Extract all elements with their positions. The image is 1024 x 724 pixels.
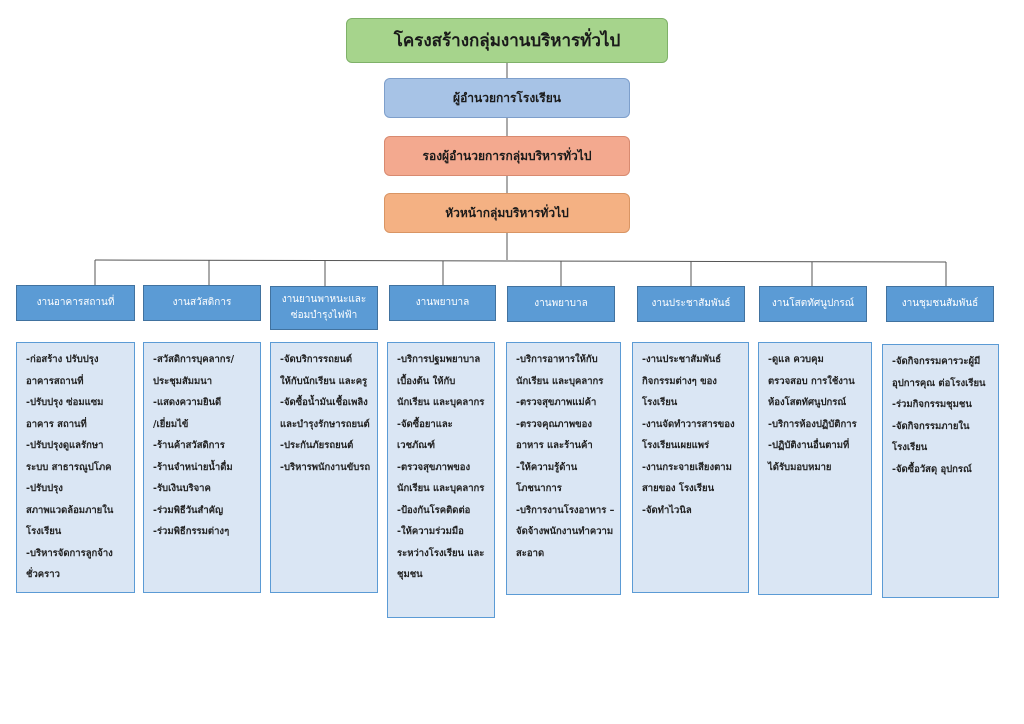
- task-item: สายของ โรงเรียน: [642, 483, 715, 494]
- chart-title: โครงสร้างกลุ่มงานบริหารทั่วไป: [346, 18, 668, 63]
- task-item: -จัดซื้อน้ำมันเชื้อเพลิง: [280, 397, 368, 408]
- dept-welfare: งานสวัสดิการ: [143, 285, 261, 321]
- task-item: โรงเรียน: [892, 442, 928, 453]
- task-item: ชั่วคราว: [26, 569, 60, 580]
- task-item: จัดจ้างพนักงานทำความ: [516, 526, 614, 537]
- task-item: -ร่วมพิธีกรรมต่างๆ: [153, 526, 230, 537]
- task-item: -งานประชาสัมพันธ์: [642, 354, 722, 365]
- tasks-building: -ก่อสร้าง ปรับปรุง อาคารสถานที่ -ปรับปรุ…: [16, 342, 135, 593]
- task-item: นักเรียน และบุคลากร: [397, 397, 485, 408]
- task-item: ตรวจสอบ การใช้งาน: [768, 375, 855, 387]
- task-item: อาคารสถานที่: [26, 375, 84, 387]
- task-item: ให้กับนักเรียน และครู: [280, 375, 368, 387]
- task-item: -ดูแล ควบคุม: [768, 354, 824, 365]
- task-item: -ร้านค้าสวัสดิการ: [153, 440, 225, 451]
- dept-vehicles: งานยานพาหนะและ ซ่อมบำรุงไฟฟ้า: [270, 286, 378, 330]
- task-item: กิจกรรมต่างๆ ของ: [642, 375, 717, 387]
- task-item: โรงเรียน: [26, 526, 62, 537]
- deputy-director-node: รองผู้อำนวยการกลุ่มบริหารทั่วไป: [384, 136, 630, 176]
- task-item: อาหาร และร้านค้า: [516, 440, 593, 451]
- task-item: โรงเรียน: [642, 397, 678, 408]
- task-item: -ตรวจสุขภาพของ: [397, 461, 471, 473]
- dept-audiovisual: งานโสตทัศนูปกรณ์: [759, 286, 867, 322]
- dept-public-relations: งานประชาสัมพันธ์: [637, 286, 745, 322]
- task-item: นักเรียน และบุคลากร: [397, 483, 485, 494]
- task-item: -จัดซื้อยาและ: [397, 418, 453, 430]
- task-item: -บริการอาหารให้กับ: [516, 354, 598, 365]
- task-item: โภชนาการ: [516, 483, 562, 494]
- task-item: เวชภัณฑ์: [397, 440, 435, 451]
- tasks-vehicles: -จัดบริการรถยนต์ ให้กับนักเรียน และครู -…: [270, 342, 378, 593]
- tasks-audiovisual: -ดูแล ควบคุม ตรวจสอบ การใช้งาน ห้องโสตทั…: [758, 342, 872, 595]
- dept-building: งานอาคารสถานที่: [16, 285, 135, 321]
- task-item: ได้รับมอบหมาย: [768, 461, 832, 473]
- task-item: -ร่วมกิจกรรมชุมชน: [892, 399, 972, 410]
- task-item: -จัดทำไวนิล: [642, 504, 692, 516]
- task-item: ประชุมสัมมนา: [153, 375, 213, 387]
- tasks-public-relations: -งานประชาสัมพันธ์ กิจกรรมต่างๆ ของ โรงเร…: [632, 342, 749, 593]
- task-item: -บริการปฐมพยาบาล: [397, 354, 481, 365]
- task-item: -ตรวจคุณภาพของ: [516, 418, 592, 430]
- task-item: -ให้ความรู้ด้าน: [516, 461, 578, 473]
- dept-community: งานชุมชนสัมพันธ์: [886, 286, 994, 322]
- task-item: -ปรับปรุง: [26, 483, 63, 494]
- task-item: -ปรับปรุง ซ่อมแซม: [26, 397, 104, 408]
- tasks-community: -จัดกิจกรรมคารวะผู้มี อุปการคุณ ต่อโรงเร…: [882, 344, 999, 598]
- task-item: -ป้องกันโรคติดต่อ: [397, 504, 471, 516]
- task-item: เบื้องต้น ให้กับ: [397, 375, 456, 387]
- group-head-node: หัวหน้ากลุ่มบริหารทั่วไป: [384, 193, 630, 233]
- task-item: -งานจัดทำวารสารของ: [642, 418, 735, 430]
- task-item: -จัดกิจกรรมคารวะผู้มี: [892, 356, 981, 367]
- task-item: -จัดบริการรถยนต์: [280, 354, 353, 365]
- task-item: -บริการห้องปฏิบัติการ: [768, 418, 857, 430]
- task-item: -ร่วมพิธีวันสำคัญ: [153, 504, 224, 516]
- task-item: -รับเงินบริจาค: [153, 483, 211, 494]
- task-item: -ตรวจสุขภาพแม่ค้า: [516, 397, 597, 408]
- tasks-food: -บริการอาหารให้กับ นักเรียน และบุคลากร -…: [506, 342, 621, 595]
- task-item: /เยี่ยมไข้: [153, 418, 189, 430]
- task-item: โรงเรียนเผยแพร่: [642, 440, 710, 451]
- task-item: -ปฏิบัติงานอื่นตามที่: [768, 440, 850, 451]
- task-item: -บริหารพนักงานขับรถ: [280, 461, 371, 473]
- task-item: สภาพแวดล้อมภายใน: [26, 504, 114, 516]
- task-item: ชุมชน: [397, 569, 423, 580]
- task-item: ระหว่างโรงเรียน และ: [397, 547, 485, 559]
- task-item: ห้องโสตทัศนูปกรณ์: [768, 397, 847, 408]
- task-item: -งานกระจายเสียงตาม: [642, 461, 732, 473]
- task-item: -ปรับปรุงดูแลรักษา: [26, 440, 104, 451]
- task-item: -บริหารจัดการลูกจ้าง: [26, 547, 113, 559]
- task-item: -บริการงานโรงอาหาร –: [516, 504, 615, 516]
- task-item: -ร้านจำหน่ายน้ำดื่ม: [153, 461, 233, 473]
- dept-food: งานพยาบาล: [507, 286, 615, 322]
- task-item: -จัดซื้อวัสดุ อุปกรณ์: [892, 463, 972, 475]
- task-item: นักเรียน และบุคลากร: [516, 375, 604, 387]
- task-item: อุปการคุณ ต่อโรงเรียน: [892, 377, 986, 389]
- task-item: สะอาด: [516, 547, 545, 559]
- task-item: อาคาร สถานที่: [26, 418, 87, 430]
- task-item: -สวัสดิการบุคลากร/: [153, 354, 235, 365]
- task-item: และบำรุงรักษารถยนต์: [280, 418, 370, 430]
- task-item: -ก่อสร้าง ปรับปรุง: [26, 354, 99, 365]
- task-item: -แสดงความยินดี: [153, 397, 222, 408]
- task-item: -ให้ความร่วมมือ: [397, 526, 464, 537]
- tasks-nursing: -บริการปฐมพยาบาล เบื้องต้น ให้กับ นักเรี…: [387, 342, 495, 618]
- task-item: -จัดกิจกรรมภายใน: [892, 420, 970, 432]
- director-node: ผู้อำนวยการโรงเรียน: [384, 78, 630, 118]
- task-item: ระบบ สาธารณูปโภค: [26, 461, 112, 473]
- tasks-welfare: -สวัสดิการบุคลากร/ ประชุมสัมมนา -แสดงควา…: [143, 342, 261, 593]
- dept-nursing: งานพยาบาล: [389, 285, 496, 321]
- task-item: -ประกันภัยรถยนต์: [280, 440, 354, 451]
